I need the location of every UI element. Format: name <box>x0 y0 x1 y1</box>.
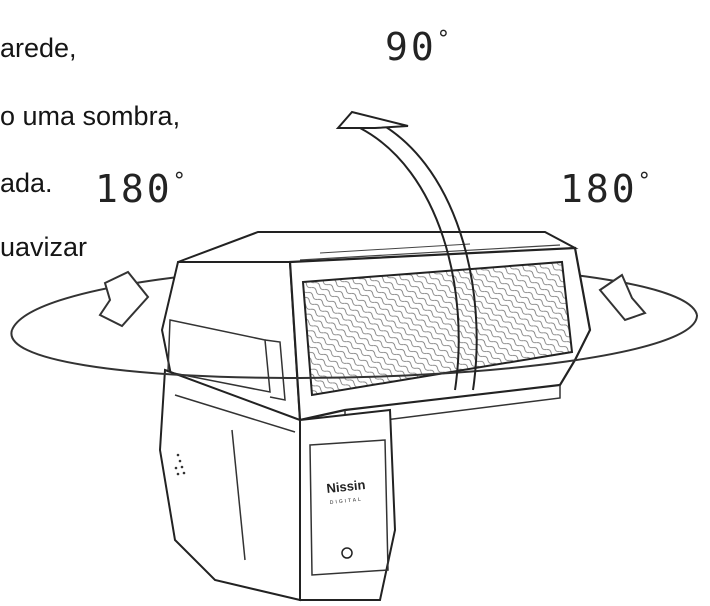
arrow-left-icon <box>598 273 647 322</box>
arrow-up-icon <box>335 110 409 129</box>
vertical-rotation-arrow <box>359 127 460 391</box>
horizontal-rotation-arrow <box>10 314 699 380</box>
text-line-3: ada. <box>0 168 53 198</box>
label-180-degrees-right: 180° <box>560 167 651 211</box>
text-line-4: uavizar <box>0 232 88 262</box>
text-line-1: arede, <box>0 33 77 63</box>
brand-sub: DIGITAL <box>330 497 364 506</box>
text-line-2: o uma sombra, <box>0 101 181 131</box>
speaker-grille <box>174 453 186 476</box>
flash-lens-panel <box>301 260 574 397</box>
brand-logo: Nissin <box>326 477 366 496</box>
label-180-degrees-left: 180° <box>95 167 186 211</box>
arrow-right-icon <box>98 270 150 328</box>
sensor-icon <box>341 547 353 559</box>
label-90-degrees: 90° <box>385 25 451 69</box>
flash-front-panel <box>299 408 397 601</box>
